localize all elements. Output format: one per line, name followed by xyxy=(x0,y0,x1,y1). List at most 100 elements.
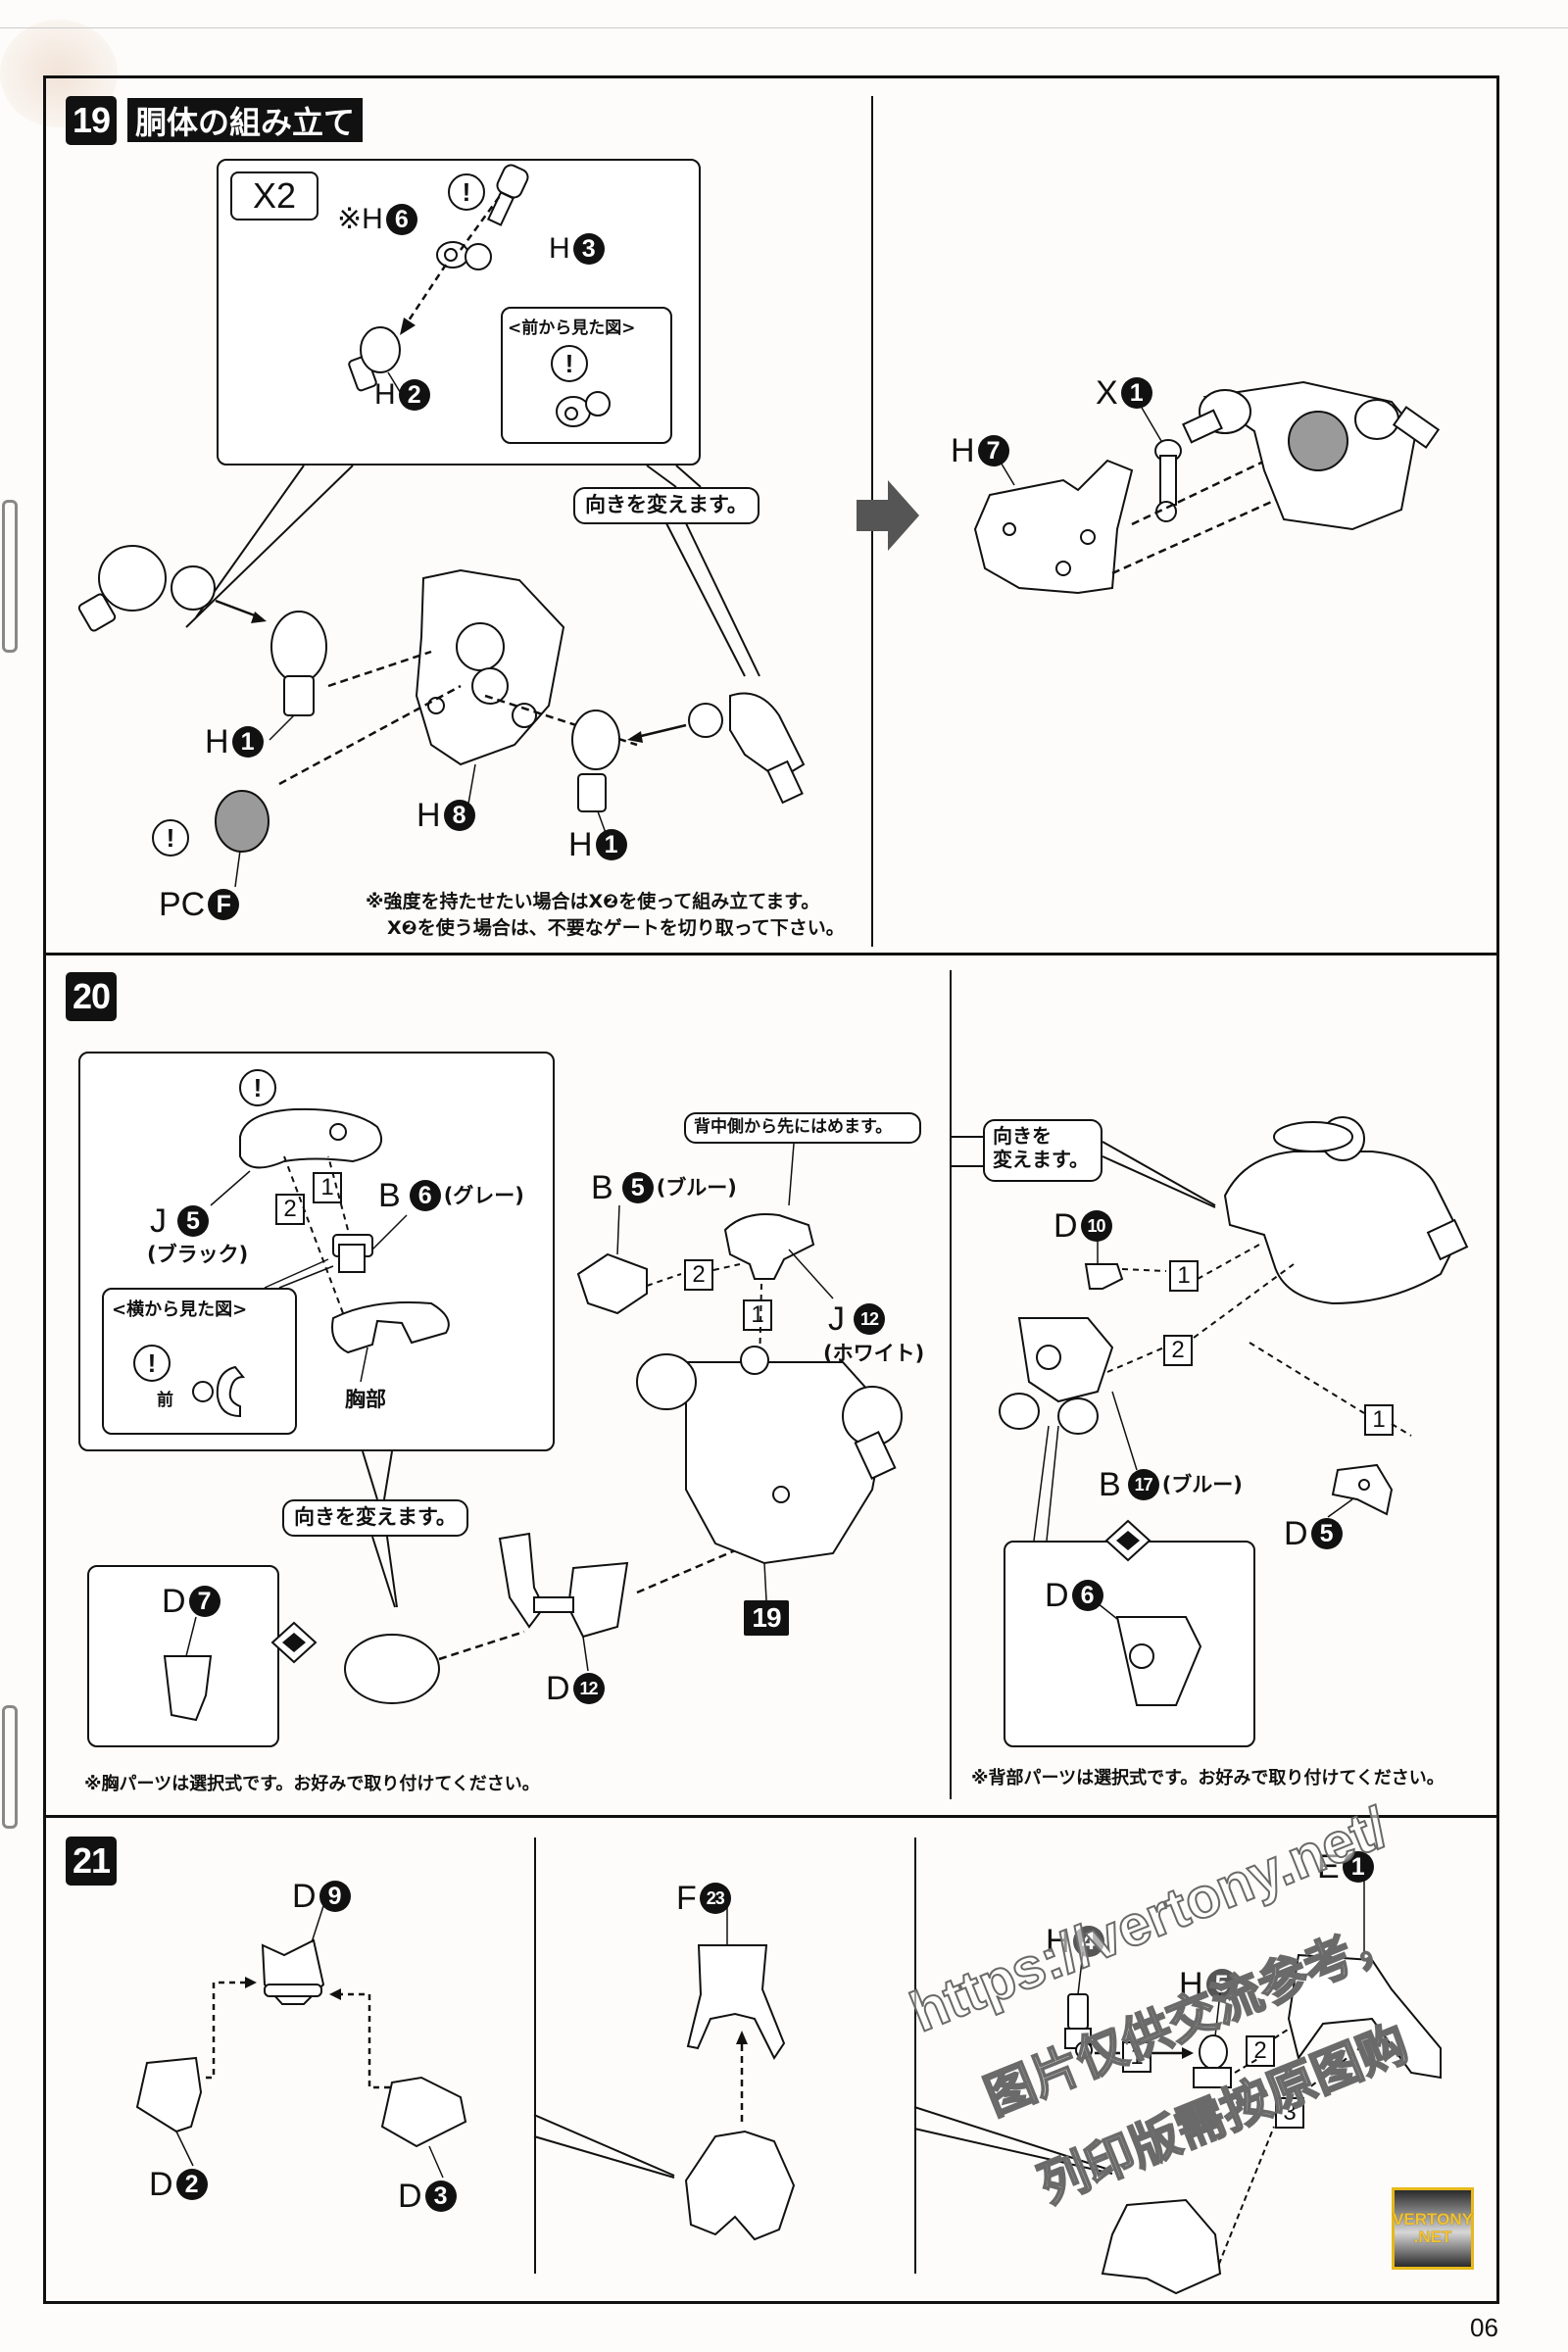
part-D12 xyxy=(498,1532,629,1639)
part-number: 12 xyxy=(572,1673,605,1704)
warning-icon: ! xyxy=(133,1345,171,1382)
callout-tail xyxy=(685,522,760,677)
section-divider xyxy=(43,1815,1499,1818)
step-number-badge: 20 xyxy=(66,972,117,1021)
warning-icon: ! xyxy=(239,1069,276,1106)
paper-top-edge xyxy=(0,27,1568,28)
warning-icon: ! xyxy=(551,345,588,382)
turn-around-callout: 向きを変えます。 xyxy=(573,487,760,524)
torso-assembly-19 xyxy=(636,1346,903,1565)
front-view-label: <前から見た図> xyxy=(508,318,636,338)
color-note-black: (ブラック) xyxy=(147,1243,249,1266)
part-H4 xyxy=(1064,1993,1093,2059)
part-D2 xyxy=(135,2056,203,2133)
part-D7 xyxy=(163,1655,213,1722)
chest-label: 胸部 xyxy=(345,1388,386,1411)
part-number: 6 xyxy=(385,204,417,235)
turn-around-callout: 向きを変えます。 xyxy=(282,1499,468,1537)
vertony-logo: VERTONY .NET xyxy=(1392,2187,1474,2270)
part-number: 4 xyxy=(1072,1926,1104,1957)
part-H8-torso xyxy=(415,568,565,766)
part-number: 9 xyxy=(318,1881,351,1912)
next-step-arrow xyxy=(857,480,919,551)
turn-around-callout: 向きを 変えます。 xyxy=(983,1119,1102,1182)
assembled-back-torso xyxy=(1182,380,1441,531)
order-number: 2 xyxy=(1163,1335,1193,1366)
part-arm-joint-right xyxy=(688,692,806,805)
part-number: 3 xyxy=(424,2180,457,2212)
reference-step-badge: 19 xyxy=(744,1600,789,1636)
part-number: 5 xyxy=(177,1205,209,1237)
part-waist-assembly xyxy=(684,2130,796,2241)
part-number: 12 xyxy=(854,1303,885,1335)
panel-divider xyxy=(534,1838,536,2274)
part-number: 8 xyxy=(443,800,475,831)
order-number: 1 xyxy=(1169,1260,1199,1292)
part-number: 1 xyxy=(595,829,627,860)
part-number: 2 xyxy=(175,2169,208,2200)
panel-divider xyxy=(914,1838,916,2274)
part-J12-collar xyxy=(723,1213,815,1280)
part-D3 xyxy=(380,2076,467,2148)
diamond-icon xyxy=(1104,1519,1152,1562)
step-number-badge: 21 xyxy=(66,1837,117,1886)
callout-tail xyxy=(665,522,746,677)
step-number-badge: 19 xyxy=(66,96,117,145)
part-number: 17 xyxy=(1127,1469,1159,1500)
callout-tail xyxy=(646,465,677,488)
side-view-part xyxy=(192,1365,246,1418)
part-number: 7 xyxy=(188,1586,220,1617)
part-chest-alt xyxy=(344,1634,440,1704)
part-chest-plate xyxy=(331,1301,450,1354)
part-number: 10 xyxy=(1080,1210,1112,1242)
part-H5 xyxy=(1193,2034,1232,2088)
part-number: 23 xyxy=(699,1883,731,1914)
order-number: 1 xyxy=(1122,2041,1152,2073)
part-number: 5 xyxy=(1205,1969,1238,2000)
order-number: 3 xyxy=(1275,2097,1304,2129)
callout-tail xyxy=(185,465,354,628)
part-waist-assembly xyxy=(1101,2198,1222,2295)
part-J5-chest-cover xyxy=(239,1107,383,1169)
part-H1-right xyxy=(571,710,620,812)
front-view-part xyxy=(556,391,611,427)
warning-icon: ! xyxy=(448,173,485,211)
panel-divider xyxy=(950,970,952,1799)
callout-tail xyxy=(675,465,702,488)
part-H7-chest xyxy=(973,459,1134,595)
page-frame xyxy=(43,75,1499,2304)
binding-mark xyxy=(2,500,18,653)
part-F23 xyxy=(686,1944,786,2060)
part-PC-F-ball xyxy=(215,790,270,853)
part-H1-left xyxy=(270,611,327,716)
part-number: 1 xyxy=(1120,377,1152,409)
count-box: X2 xyxy=(230,172,318,220)
part-B6 xyxy=(332,1234,373,1273)
front-label: 前 xyxy=(157,1391,173,1410)
part-H3-clip xyxy=(486,164,529,226)
chest-selection-note: ※胸パーツは選択式です。お好みで取り付けてください。 xyxy=(84,1774,540,1794)
back-first-callout: 背中側から先にはめます。 xyxy=(684,1112,921,1144)
part-number: 7 xyxy=(977,435,1009,466)
order-number: 2 xyxy=(684,1259,713,1291)
